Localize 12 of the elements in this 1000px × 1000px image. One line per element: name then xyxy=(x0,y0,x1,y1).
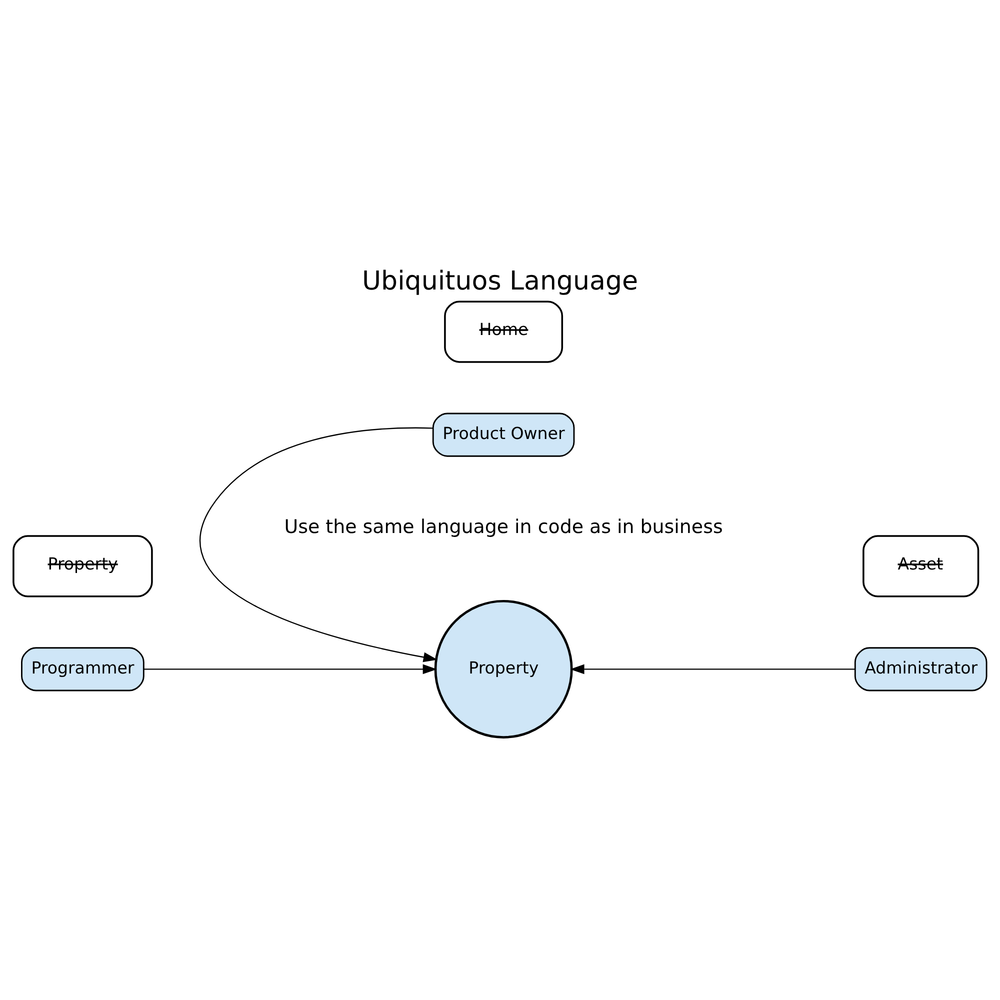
node-box: Administrator xyxy=(854,646,988,691)
node-box: Programmer xyxy=(21,646,144,691)
node-box: Property xyxy=(12,534,153,597)
node-box: Home xyxy=(444,300,564,362)
arrow xyxy=(570,664,856,674)
node-box: Product Owner xyxy=(432,412,575,456)
arrow xyxy=(144,664,438,674)
node-circle: Property xyxy=(434,599,573,738)
arrow xyxy=(200,426,438,662)
diagram-title: Ubiquituos Language xyxy=(362,266,638,296)
label: Use the same language in code as in business xyxy=(284,515,723,538)
node-box: Asset xyxy=(862,534,980,597)
